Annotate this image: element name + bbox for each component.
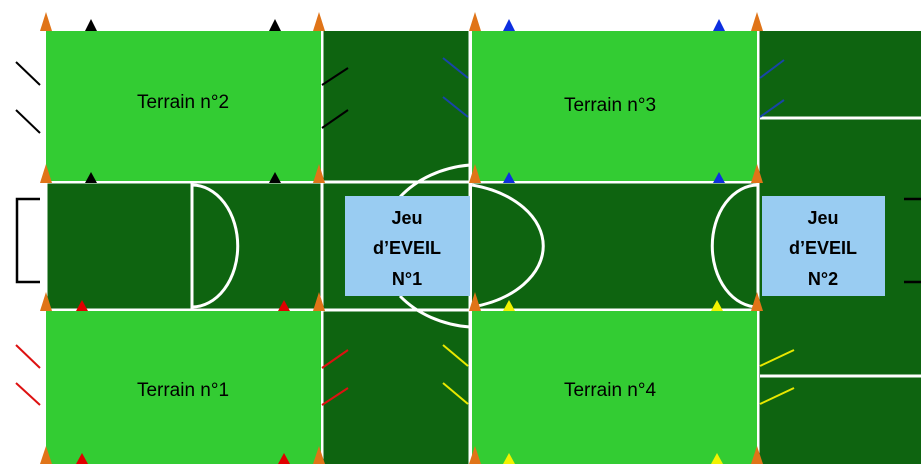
jeu-eveil-2-line2: d’EVEIL bbox=[789, 238, 857, 258]
jeu-eveil-1-line1: Jeu bbox=[391, 208, 422, 228]
jeu-eveil-1-line2: d’EVEIL bbox=[373, 238, 441, 258]
terrain-1-field bbox=[46, 311, 321, 464]
marker-icon bbox=[711, 300, 723, 311]
terrain-3-label: Terrain n°3 bbox=[564, 95, 656, 116]
marker-icon bbox=[711, 453, 723, 464]
cone-icon bbox=[469, 292, 481, 311]
jeu-eveil-2-line1: Jeu bbox=[807, 208, 838, 228]
terrain-2-label: Terrain n°2 bbox=[137, 92, 229, 113]
black-poles bbox=[15, 61, 349, 134]
marker-icon bbox=[85, 172, 97, 183]
cone-icon bbox=[313, 164, 325, 183]
marker-icon bbox=[278, 300, 290, 311]
cone-icon bbox=[313, 292, 325, 311]
marker-icon bbox=[713, 172, 725, 183]
left-goal bbox=[15, 197, 40, 284]
cone-icon bbox=[751, 446, 763, 464]
cone-icon bbox=[751, 12, 763, 31]
yellow-markers bbox=[503, 300, 723, 464]
marker-icon bbox=[76, 453, 88, 464]
cone-icon bbox=[40, 12, 52, 31]
cone-icon bbox=[751, 164, 763, 183]
cone-icon bbox=[40, 164, 52, 183]
marker-icon bbox=[269, 19, 281, 31]
pitch-markings bbox=[44, 31, 921, 464]
cone-icon bbox=[469, 12, 481, 31]
cone-icon bbox=[313, 12, 325, 31]
marker-icon bbox=[503, 172, 515, 183]
marker-icon bbox=[713, 19, 725, 31]
terrain-1-label: Terrain n°1 bbox=[137, 380, 229, 401]
cone-icon bbox=[40, 292, 52, 311]
terrain-4-label: Terrain n°4 bbox=[564, 380, 657, 401]
cone-icon bbox=[40, 446, 52, 464]
blue-poles bbox=[442, 57, 785, 118]
cone-icon bbox=[469, 164, 481, 183]
red-markers bbox=[76, 300, 290, 464]
jeu-eveil-1-line3: N°1 bbox=[392, 269, 422, 289]
marker-icon bbox=[278, 453, 290, 464]
jeu-eveil-1-box bbox=[345, 196, 470, 296]
black-markers bbox=[85, 19, 281, 183]
yellow-poles bbox=[442, 344, 795, 405]
blue-markers bbox=[503, 19, 725, 183]
jeu-eveil-2-box bbox=[762, 196, 885, 296]
marker-icon bbox=[503, 300, 515, 311]
terrain-2-field bbox=[46, 31, 321, 181]
cone-icon bbox=[313, 446, 325, 464]
terrain-3-field bbox=[472, 31, 757, 181]
marker-icon bbox=[269, 172, 281, 183]
jeu-eveil-2-line3: N°2 bbox=[808, 269, 838, 289]
red-poles bbox=[15, 344, 349, 406]
terrain-4-field bbox=[472, 311, 757, 464]
cone-icon bbox=[469, 446, 481, 464]
orange-cones bbox=[40, 12, 763, 464]
marker-icon bbox=[503, 453, 515, 464]
marker-icon bbox=[503, 19, 515, 31]
marker-icon bbox=[85, 19, 97, 31]
marker-icon bbox=[76, 300, 88, 311]
cone-icon bbox=[751, 292, 763, 311]
